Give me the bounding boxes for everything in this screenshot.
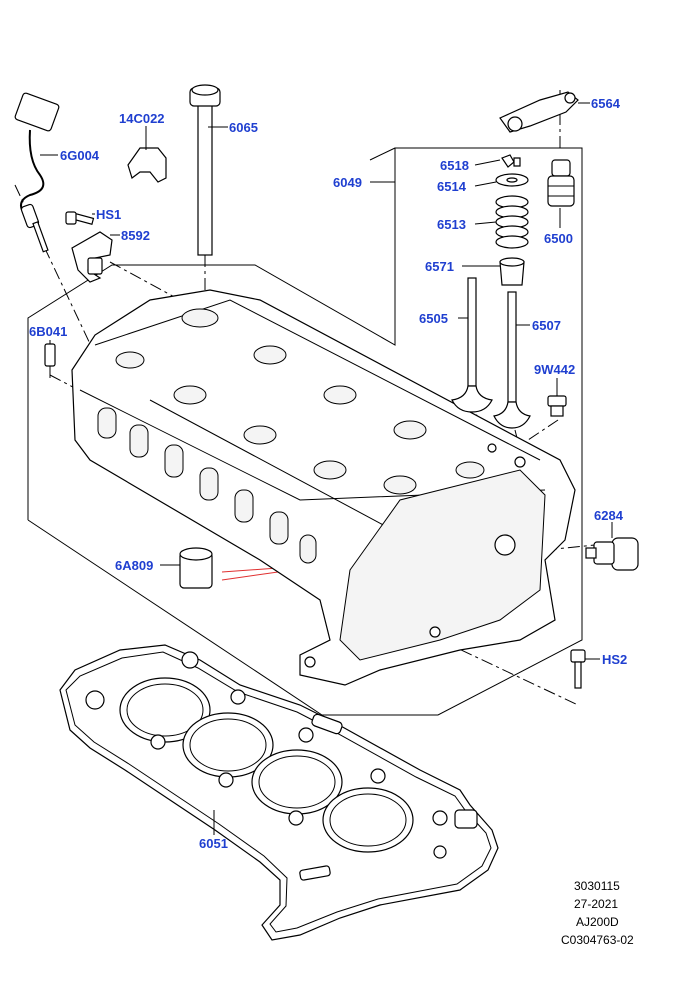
reference-line-2: 27-2021 xyxy=(574,897,618,911)
part-labels: 6564 6065 14C022 6G004 6049 6518 6514 65… xyxy=(29,96,627,851)
label-6065[interactable]: 6065 xyxy=(229,120,258,135)
label-14C022[interactable]: 14C022 xyxy=(119,111,165,126)
head-bolt-6065 xyxy=(189,84,221,256)
sensor-6284 xyxy=(585,537,639,571)
label-HS1[interactable]: HS1 xyxy=(96,207,121,222)
label-6284[interactable]: 6284 xyxy=(594,508,624,523)
intake-ports xyxy=(97,407,317,564)
bush-6A809 xyxy=(179,547,213,589)
lash-adjuster-6500 xyxy=(547,159,575,207)
leader-lines xyxy=(40,102,613,835)
label-6A809[interactable]: 6A809 xyxy=(115,558,153,573)
valve-spring-6513 xyxy=(495,195,529,249)
bolt-HS1 xyxy=(65,211,95,225)
assembly-frame xyxy=(27,147,583,716)
label-6051[interactable]: 6051 xyxy=(199,836,228,851)
exhaust-valve-6507 xyxy=(493,291,531,429)
reference-line-3: AJ200D xyxy=(576,915,619,929)
label-6500[interactable]: 6500 xyxy=(544,231,573,246)
label-8592[interactable]: 8592 xyxy=(121,228,150,243)
timing-end-flange xyxy=(304,443,546,668)
label-9W442[interactable]: 9W442 xyxy=(534,362,575,377)
label-6B041[interactable]: 6B041 xyxy=(29,324,67,339)
label-6505[interactable]: 6505 xyxy=(419,311,448,326)
reference-line-4: C0304763-02 xyxy=(561,933,634,947)
valve-collets-6518 xyxy=(501,154,521,168)
cylinder-head xyxy=(71,289,576,686)
bolt-HS2 xyxy=(570,649,586,689)
label-6049[interactable]: 6049 xyxy=(333,175,362,190)
rocker-arm-6564 xyxy=(499,91,579,133)
label-6571[interactable]: 6571 xyxy=(425,259,454,274)
intake-valve-6505 xyxy=(451,277,493,413)
label-6507[interactable]: 6507 xyxy=(532,318,561,333)
label-6514[interactable]: 6514 xyxy=(437,179,467,194)
label-6513[interactable]: 6513 xyxy=(437,217,466,232)
plug-9W442 xyxy=(547,395,567,417)
label-6G004[interactable]: 6G004 xyxy=(60,148,100,163)
head-gasket-6051 xyxy=(59,644,499,941)
label-6518[interactable]: 6518 xyxy=(440,158,469,173)
label-6564[interactable]: 6564 xyxy=(591,96,621,111)
label-HS2[interactable]: HS2 xyxy=(602,652,627,667)
reference-line-1: 3030115 xyxy=(574,879,620,893)
sensor-8592 xyxy=(71,231,113,283)
sensor-6G004 xyxy=(14,92,60,253)
clip-14C022 xyxy=(127,147,167,183)
valve-pockets xyxy=(115,308,485,495)
valve-stem-seal-6571 xyxy=(499,257,525,286)
dowel-6B041 xyxy=(44,343,56,378)
spring-retainer-6514 xyxy=(495,173,529,187)
drawing-reference: 3030115 27-2021 AJ200D C0304763-02 xyxy=(561,879,634,947)
